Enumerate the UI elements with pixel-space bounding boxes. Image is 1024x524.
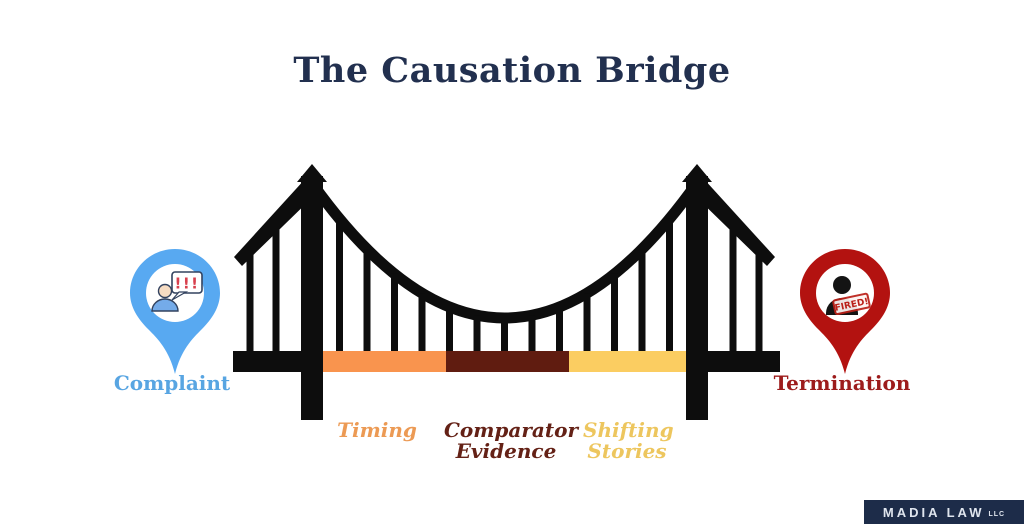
logo-suffix: LLC	[988, 510, 1006, 518]
complaining-person-glyph: !!!	[151, 271, 203, 312]
fired-person-glyph: FIRED!	[826, 276, 871, 316]
logo-name: MADIA LAW	[882, 504, 985, 520]
shifting-stories-label: Shifting Stories	[583, 418, 674, 463]
deck-segment-shifting-stories	[569, 351, 692, 372]
bridge-cables	[234, 178, 775, 352]
complaint-pin-icon: !!!	[130, 249, 220, 374]
deck-segment-comparator-evidence	[446, 351, 569, 372]
termination-pin-icon: FIRED!	[800, 249, 890, 374]
comparator-evidence-label: Comparator Evidence	[444, 418, 578, 463]
exclamation-marks: !!!	[174, 275, 199, 293]
deck-segment-timing	[323, 351, 446, 372]
termination-label: Termination	[773, 371, 911, 395]
timing-label: Timing	[337, 418, 417, 442]
madia-law-logo: MADIA LAW LLC	[864, 500, 1024, 524]
bridge-towers	[297, 164, 712, 420]
page-title: The Causation Bridge	[293, 50, 731, 91]
complaint-label: Complaint	[113, 371, 231, 395]
